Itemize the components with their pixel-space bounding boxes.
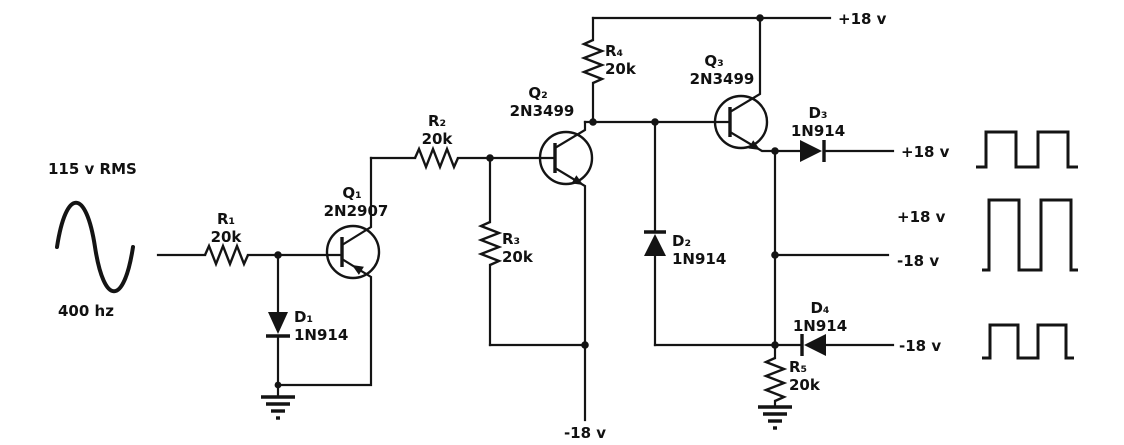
- d4-diode: D₄ 1N914 -18 v: [773, 299, 941, 356]
- q2-value-label: 2N3499: [510, 102, 575, 120]
- q3-value-label: 2N3499: [690, 70, 755, 88]
- d4-triangle: [804, 334, 826, 356]
- r4-value-label: 20k: [605, 60, 637, 78]
- waveform-out1-icon: [976, 130, 1078, 169]
- r4-zigzag: [580, 38, 606, 85]
- out1-label: +18 v: [901, 143, 950, 161]
- out3-label: -18 v: [899, 337, 941, 355]
- q2-ref-label: Q₂: [528, 84, 547, 102]
- d1-triangle: [268, 312, 288, 334]
- ac-source: 115 v RMS 400 hz: [48, 160, 137, 320]
- waveforms: [976, 130, 1078, 360]
- r4-ref-label: R₄: [605, 42, 623, 60]
- q1-value-label: 2N2907: [324, 202, 389, 220]
- d4-value-label: 1N914: [793, 317, 847, 335]
- junction-dots: [274, 14, 779, 389]
- source-voltage-label: 115 v RMS: [48, 160, 137, 178]
- waveform-out3-icon: [982, 323, 1074, 360]
- d3-triangle: [800, 140, 822, 162]
- d2-ref-label: D₂: [672, 232, 691, 250]
- out2-pos-label: +18 v: [897, 208, 946, 226]
- r1-ref-label: R₁: [217, 210, 235, 228]
- d4-ref-label: D₄: [810, 299, 829, 317]
- q2-emitter-arrow: [571, 175, 584, 185]
- d3-value-label: 1N914: [791, 122, 845, 140]
- out2-tap: +18 v -18 v: [773, 208, 946, 270]
- d2-value-label: 1N914: [672, 250, 726, 268]
- source-frequency-label: 400 hz: [58, 302, 114, 320]
- r5-zigzag: [762, 356, 788, 403]
- ground-symbol-right: [758, 405, 792, 430]
- q3-ref-label: Q₃: [704, 52, 723, 70]
- r5-ref-label: R₅: [789, 358, 807, 376]
- r2-ref-label: R₂: [428, 112, 446, 130]
- q3-transistor: Q₃ 2N3499: [690, 16, 777, 153]
- r4-resistor: R₄ 20k: [580, 16, 637, 124]
- r3-resistor: R₃ 20k: [477, 156, 587, 347]
- out2-neg-label: -18 v: [897, 252, 939, 270]
- d2-triangle: [644, 234, 666, 256]
- r1-value-label: 20k: [211, 228, 243, 246]
- r1-resistor: R₁ 20k: [156, 210, 344, 268]
- d1-diode: D₁ 1N914: [266, 253, 348, 387]
- d3-ref-label: D₃: [808, 104, 827, 122]
- r1-zigzag: [203, 242, 250, 268]
- vplus-rail: +18 v: [591, 10, 887, 28]
- r3-value-label: 20k: [502, 248, 534, 266]
- vplus-rail-label: +18 v: [838, 10, 887, 28]
- d3-diode: D₃ 1N914 +18 v: [773, 104, 950, 162]
- q3-emitter-arrow: [748, 140, 761, 150]
- r3-zigzag: [477, 220, 503, 267]
- waveform-out2-icon: [982, 198, 1078, 272]
- q1-ref-label: Q₁: [342, 184, 361, 202]
- sine-wave-icon: [55, 200, 135, 294]
- q1-transistor: Q₁ 2N2907: [276, 156, 389, 387]
- r2-resistor: R₂ 20k: [369, 112, 557, 171]
- d1-ref-label: D₁: [294, 308, 313, 326]
- d2-diode: D₂ 1N914: [644, 120, 777, 347]
- r3-ref-label: R₃: [502, 230, 520, 248]
- vminus-label: -18 v: [564, 424, 606, 442]
- q1-emitter-arrow: [352, 265, 364, 275]
- ground-symbol-left: [261, 383, 295, 420]
- r5-value-label: 20k: [789, 376, 821, 394]
- d1-value-label: 1N914: [294, 326, 348, 344]
- r2-value-label: 20k: [422, 130, 454, 148]
- r5-resistor: R₅ 20k: [762, 343, 821, 409]
- r2-zigzag: [413, 145, 460, 171]
